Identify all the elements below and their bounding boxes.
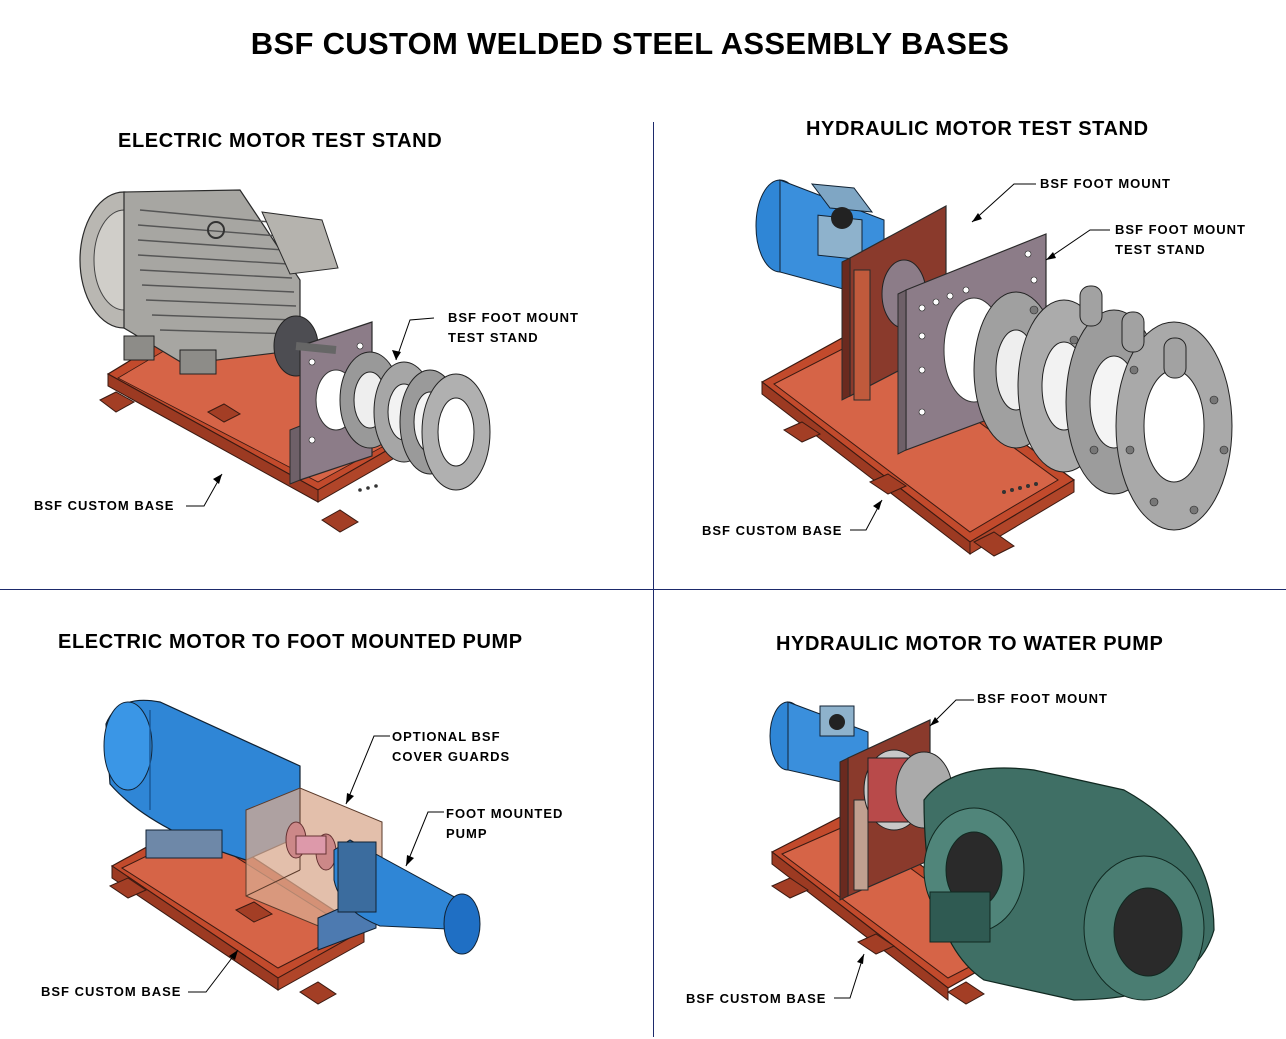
panel-title-hydraulic-test-stand: HYDRAULIC MOTOR TEST STAND bbox=[806, 118, 1149, 140]
electric-motor-to-pump-drawing bbox=[103, 699, 481, 1005]
callout-line: COVER GUARDS bbox=[392, 749, 511, 764]
callout-custom-base-tl: BSF CUSTOM BASE bbox=[34, 498, 175, 513]
callout-custom-base-bl: BSF CUSTOM BASE bbox=[41, 984, 182, 999]
callout-foot-mount-tr: BSF FOOT MOUNT bbox=[1040, 176, 1171, 191]
callout-line: BSF FOOT MOUNT bbox=[1115, 222, 1246, 237]
electric-motor bbox=[79, 189, 339, 377]
callout-line: PUMP bbox=[446, 826, 488, 841]
panel-title-electric-test-stand: ELECTRIC MOTOR TEST STAND bbox=[118, 130, 443, 152]
main-title: BSF CUSTOM WELDED STEEL ASSEMBLY BASES bbox=[250, 26, 1010, 61]
water-pump bbox=[923, 767, 1215, 1001]
callout-cover-guards: OPTIONAL BSF COVER GUARDS bbox=[392, 727, 510, 767]
hydraulic-motor bbox=[755, 179, 885, 301]
callout-custom-base-br: BSF CUSTOM BASE bbox=[686, 991, 827, 1006]
callout-line: TEST STAND bbox=[448, 330, 539, 345]
callout-foot-mount-br: BSF FOOT MOUNT bbox=[977, 691, 1108, 706]
foot-mounted-pump bbox=[317, 839, 481, 955]
hydraulic-motor-test-stand-drawing bbox=[755, 179, 1233, 557]
panel-title-electric-to-pump: ELECTRIC MOTOR TO FOOT MOUNTED PUMP bbox=[58, 631, 523, 653]
electric-motor-test-stand-drawing bbox=[79, 189, 491, 533]
callout-foot-mounted-pump: FOOT MOUNTED PUMP bbox=[446, 804, 563, 844]
vertical-divider bbox=[653, 122, 654, 1037]
hydraulic-motor-to-water-pump-drawing bbox=[769, 699, 1215, 1005]
callout-custom-base-tr: BSF CUSTOM BASE bbox=[702, 523, 843, 538]
callout-line: OPTIONAL BSF bbox=[392, 729, 501, 744]
foot-mount-test-stand bbox=[289, 321, 491, 492]
horizontal-divider bbox=[0, 589, 1286, 590]
panel-title-hydraulic-to-water-pump: HYDRAULIC MOTOR TO WATER PUMP bbox=[776, 633, 1164, 655]
callout-foot-mount-test-stand-tl: BSF FOOT MOUNT TEST STAND bbox=[448, 308, 579, 348]
callout-line: FOOT MOUNTED bbox=[446, 806, 564, 821]
callout-line: TEST STAND bbox=[1115, 242, 1206, 257]
callout-line: BSF FOOT MOUNT bbox=[448, 310, 579, 325]
callout-foot-mount-test-stand-tr: BSF FOOT MOUNT TEST STAND bbox=[1115, 220, 1246, 260]
foot-mount-test-stand bbox=[897, 233, 1233, 531]
